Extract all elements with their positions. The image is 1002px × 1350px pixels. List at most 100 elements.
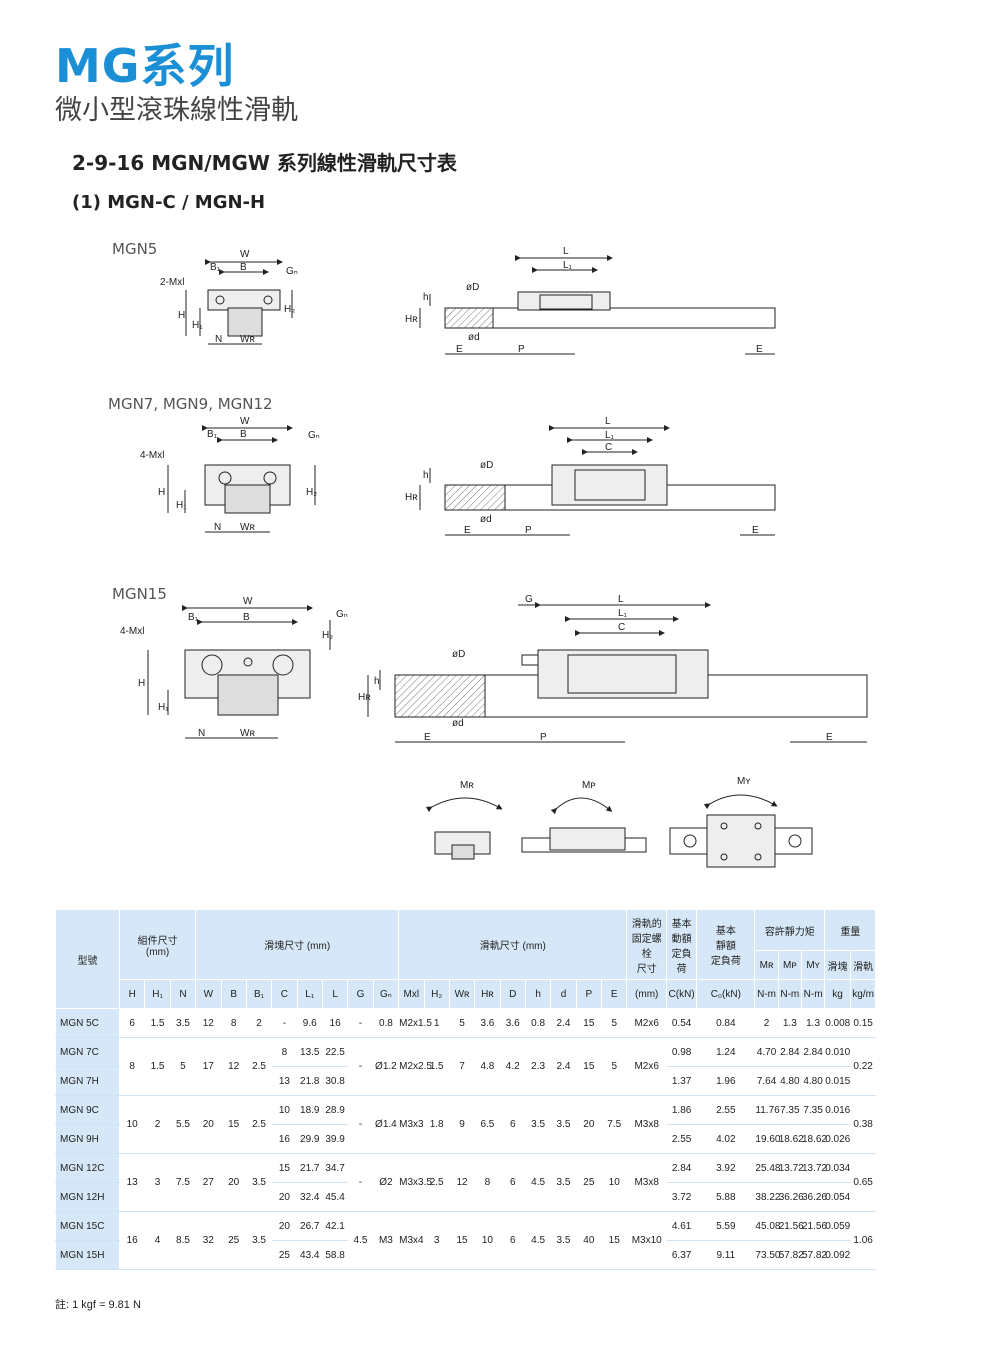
dim-label: Wʀ: [240, 728, 255, 739]
table-cell: M3x4: [398, 1211, 425, 1270]
dim-label: Gₙ: [336, 609, 348, 620]
table-cell: 21.8: [296, 1066, 323, 1096]
table-cell: 10: [474, 1211, 501, 1270]
sub-header-my: Mʏ: [800, 950, 826, 980]
table-cell: 7.35: [800, 1095, 826, 1125]
column-header: H₁: [144, 979, 171, 1009]
table-cell: 10: [119, 1095, 146, 1154]
table-cell: 0.016: [824, 1095, 851, 1125]
column-header: (mm): [626, 979, 667, 1009]
table-cell: 0.015: [824, 1066, 851, 1096]
table-cell: 16: [119, 1211, 146, 1270]
table-cell: 4.80: [777, 1066, 802, 1096]
drawing-label-mgn7: MGN7, MGN9, MGN12: [108, 395, 273, 413]
table-cell: 0.65: [849, 1153, 877, 1212]
table-cell: 5: [169, 1037, 197, 1096]
sub-header-rail-weight: 滑軌: [849, 950, 877, 980]
column-header: Mxl: [398, 979, 425, 1009]
table-cell: 12: [195, 1008, 222, 1038]
column-header: B₁: [245, 979, 273, 1009]
table-cell: 25.48: [754, 1153, 780, 1183]
table-cell: 12: [220, 1037, 247, 1096]
table-cell: 4.61: [665, 1211, 698, 1241]
table-cell: 42.1: [321, 1211, 349, 1241]
table-cell: 25: [575, 1153, 603, 1212]
model-cell: MGN 9H: [54, 1124, 121, 1154]
dim-label: Gₙ: [286, 266, 298, 277]
model-cell: MGN 7H: [54, 1066, 121, 1096]
table-cell: 22.5: [321, 1037, 349, 1067]
table-cell: 7.64: [754, 1066, 779, 1096]
dim-label: B₁: [207, 429, 218, 440]
table-cell: M3x8: [626, 1095, 667, 1154]
dim-label: E: [464, 525, 471, 536]
table-cell: 1.3: [777, 1008, 802, 1038]
table-cell: 4.5: [524, 1211, 552, 1270]
table-cell: 8: [220, 1008, 247, 1038]
table-cell: 4.02: [696, 1124, 756, 1154]
table-cell: -: [347, 1095, 374, 1154]
table-cell: 8: [119, 1037, 146, 1096]
group-header-moment: 容許靜力矩: [754, 909, 826, 951]
mgn5-front-view: [185, 259, 293, 345]
table-cell: 18.62: [800, 1124, 827, 1154]
group-header-weight: 重量: [824, 909, 877, 951]
table-cell: 0.010: [824, 1037, 851, 1067]
table-cell: 1.24: [696, 1037, 756, 1067]
dim-label: Wʀ: [240, 334, 255, 345]
dim-label: W: [240, 249, 250, 260]
table-cell: 5: [601, 1008, 628, 1038]
table-cell: 20: [271, 1182, 298, 1212]
mgn15-front-view: [147, 605, 331, 739]
column-header: C₀(kN): [696, 979, 756, 1009]
table-cell: 0.22: [849, 1037, 877, 1096]
table-cell: 16: [271, 1124, 298, 1154]
table-cell: 13.5: [296, 1037, 323, 1067]
model-cell: MGN 15H: [54, 1240, 121, 1270]
model-cell: MGN 15C: [54, 1211, 121, 1241]
dim-label: øD: [466, 282, 479, 293]
table-cell: 9.11: [696, 1240, 756, 1270]
column-header: h: [524, 979, 552, 1009]
table-cell: 2.3: [524, 1037, 552, 1096]
table-cell: 4.5: [524, 1153, 552, 1212]
dim-label: 4-Mxl: [120, 626, 144, 637]
table-cell: 20: [271, 1211, 298, 1241]
model-cell: MGN 5C: [54, 1008, 121, 1038]
table-cell: 13: [271, 1066, 298, 1096]
table-cell: 2.5: [245, 1095, 273, 1154]
table-cell: 1.5: [144, 1008, 171, 1038]
table-cell: 43.4: [296, 1240, 323, 1270]
sub-header-mr: Mʀ: [754, 950, 779, 980]
table-cell: 1.37: [665, 1066, 698, 1096]
table-cell: 0.034: [824, 1153, 851, 1183]
mgn7-front-labels: W B₁ B Gₙ 4-Mxl H H₁ H₂ N Wʀ: [140, 416, 320, 533]
table-cell: 8: [271, 1037, 298, 1067]
column-header: E: [601, 979, 628, 1009]
table-cell: 0.008: [824, 1008, 851, 1038]
table-cell: 27: [195, 1153, 222, 1212]
dim-label: Hʀ: [405, 492, 418, 503]
table-cell: 45.4: [321, 1182, 349, 1212]
table-cell: M3x3.5: [398, 1153, 432, 1212]
column-header: N-m: [754, 979, 779, 1009]
column-header: P: [575, 979, 603, 1009]
table-cell: 6.5: [474, 1095, 501, 1154]
dim-label: L₁: [605, 430, 615, 441]
dim-label: B₁: [188, 612, 199, 623]
dim-label: B: [240, 429, 247, 440]
table-cell: 1.5: [423, 1037, 450, 1096]
table-cell: 5.88: [696, 1182, 756, 1212]
table-cell: 15: [575, 1008, 603, 1038]
table-cell: Ø1.4: [372, 1095, 400, 1154]
table-cell: 4.80: [800, 1066, 826, 1096]
table-cell: 2.84: [800, 1037, 826, 1067]
column-header: Hʀ: [474, 979, 501, 1009]
table-cell: M2x2.5: [398, 1037, 432, 1096]
dim-label: P: [525, 525, 532, 536]
table-cell: M3x3: [398, 1095, 425, 1154]
